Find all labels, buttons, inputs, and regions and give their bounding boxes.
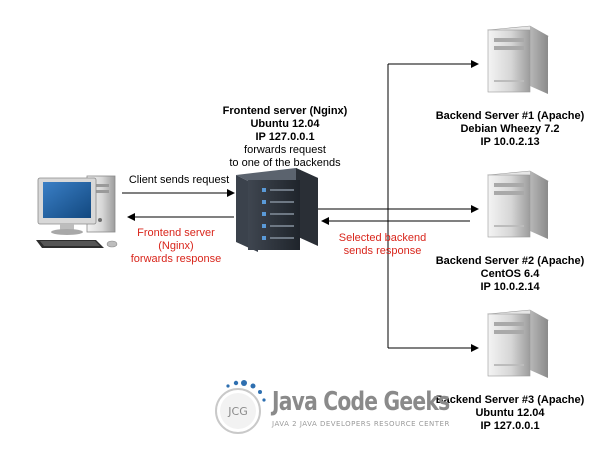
frontend-note-2: to one of the backends: [229, 157, 341, 169]
frontend-ip: IP 127.0.0.1: [255, 131, 315, 143]
logo-name: Java Code Geeks: [272, 387, 450, 417]
tower-server-icon-3: [487, 309, 549, 378]
tower-server-icon-1: [487, 25, 549, 94]
frontend-os: Ubuntu 12.04: [250, 118, 320, 130]
logo-initials: JCG: [227, 405, 247, 418]
logo-tagline: JAVA 2 JAVA DEVELOPERS RESOURCE CENTER: [272, 420, 450, 428]
jcg-badge-icon: JCG: [215, 380, 266, 434]
client-request-label: Client sends request: [128, 174, 230, 186]
frontend-title: Frontend server (Nginx): [222, 105, 348, 117]
backend-request-lines: [318, 60, 479, 352]
rack-server-icon: [236, 168, 318, 252]
desktop-computer-icon: [36, 175, 118, 248]
java-code-geeks-logo: JCG Java Code Geeks JAVA 2 JAVA DEVELOPE…: [210, 378, 450, 440]
backend-3-label: Backend Server #3 (Apache) Ubuntu 12.04 …: [435, 394, 585, 432]
frontend-note-1: forwards request: [244, 144, 326, 156]
backend-response-label: Selected backend sends response: [338, 232, 427, 257]
tower-server-icon-2: [487, 170, 549, 239]
backend-1-label: Backend Server #1 (Apache) Debian Wheezy…: [435, 110, 585, 148]
frontend-label: Frontend server (Nginx) Ubuntu 12.04 IP …: [200, 105, 370, 170]
frontend-response-label: Frontend server (Nginx) forwards respons…: [130, 227, 222, 265]
backend-2-label: Backend Server #2 (Apache) CentOS 6.4 IP…: [435, 255, 585, 293]
